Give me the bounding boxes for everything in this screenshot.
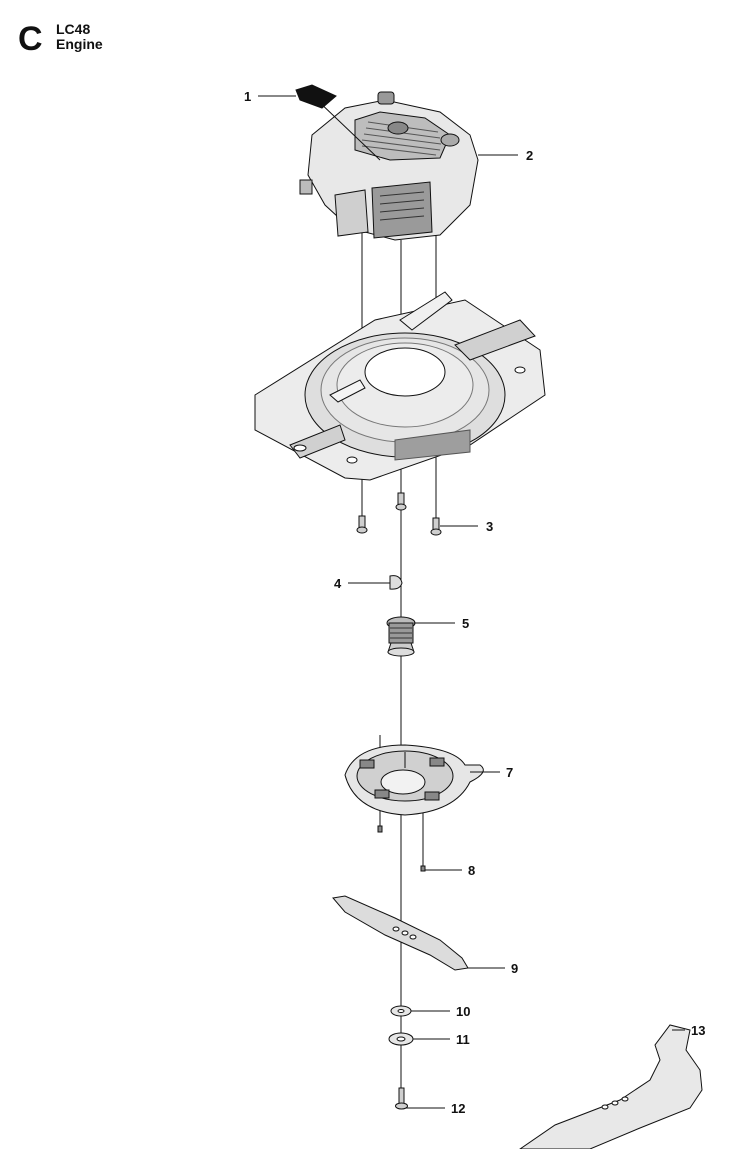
engine-illustration (299, 91, 479, 241)
screw-illustration (377, 825, 426, 872)
callout-5: 5 (462, 616, 469, 631)
model-code: LC48 (56, 21, 91, 37)
callout-leader-lines (258, 95, 685, 1109)
callout-2: 2 (526, 148, 533, 163)
callout-4: 4 (334, 576, 342, 591)
callout-11: 11 (456, 1032, 470, 1047)
callout-12: 12 (451, 1101, 465, 1116)
callout-8: 8 (468, 863, 475, 878)
engine-mount-bolts-illustration (356, 492, 442, 536)
mulching-blade-illustration (519, 1024, 703, 1149)
blade-adapter-illustration (386, 616, 416, 657)
key-illustration (389, 575, 403, 590)
washers-illustration (388, 1005, 414, 1046)
section-letter: C (18, 20, 43, 58)
callout-7: 7 (506, 765, 513, 780)
decal-illustration (295, 84, 337, 109)
callout-13: 13 (691, 1023, 705, 1038)
callout-9: 9 (511, 961, 518, 976)
fan-plate-illustration (344, 744, 484, 816)
callout-10: 10 (456, 1004, 470, 1019)
callout-numbers: 1 2 3 4 5 7 8 9 10 11 12 13 (244, 89, 705, 1116)
mower-deck-illustration (254, 291, 546, 481)
callout-1: 1 (244, 89, 251, 104)
page-header: C LC48 Engine (0, 0, 200, 70)
section-title: Engine (56, 36, 103, 52)
blade-bolt-illustration (395, 1087, 408, 1110)
callout-3: 3 (486, 519, 493, 534)
